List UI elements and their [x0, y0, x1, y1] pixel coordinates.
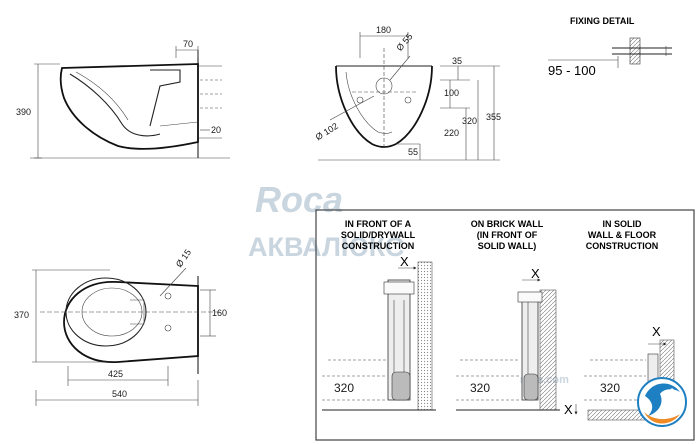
dim-355: 355: [486, 112, 501, 122]
dim-70: 70: [183, 39, 193, 49]
side-view: 390 70 20: [16, 39, 230, 159]
dim-160: 160: [212, 308, 227, 318]
watermark-brand: Roca: [255, 179, 343, 220]
roca-watermark: Roca АКВАЛЮКС roca.com: [248, 179, 569, 386]
dolphin-logo: [637, 377, 687, 427]
panel1-height: 320: [334, 381, 354, 395]
dim-20: 20: [211, 125, 221, 135]
dim-dia-55: Ø 55: [394, 32, 414, 53]
dim-55: 55: [408, 147, 418, 157]
dim-320: 320: [462, 116, 477, 126]
dim-180: 180: [376, 25, 391, 35]
installation-panels: IN FRONT OF A SOLID/DRYWALL CONSTRUCTION…: [315, 209, 695, 441]
installation-frame: [315, 209, 695, 441]
panel2-heading-line3: SOLID WALL): [478, 241, 537, 251]
front-view: 180 Ø 55 Ø 102 35 100 320 220 355 55: [314, 25, 501, 161]
dim-370: 370: [14, 310, 29, 320]
panel1-heading-line3: CONSTRUCTION: [342, 241, 415, 251]
panel1-heading-line2: SOLID/DRYWALL: [341, 230, 416, 240]
dim-220: 220: [444, 128, 459, 138]
panel2-height: 320: [470, 381, 490, 395]
panel3-heading-line1: IN SOLID: [602, 219, 642, 229]
top-view: 370 Ø 15 160 425 540: [14, 247, 227, 406]
dim-dia-15: Ø 15: [174, 247, 193, 269]
panel2-heading-line2: (IN FRONT OF: [477, 230, 538, 240]
panel3-heading-line2: WALL & FLOOR: [588, 230, 657, 240]
dim-425: 425: [108, 369, 123, 379]
panel3-x2-label: X: [564, 402, 573, 417]
panel3-heading-line3: CONSTRUCTION: [586, 241, 659, 251]
panel2-x-label: X: [531, 266, 540, 281]
panel3-height: 320: [600, 381, 620, 395]
panel3-x-label: X: [652, 324, 661, 339]
fixing-range: 95 - 100: [548, 63, 596, 78]
fixing-detail-title: FIXING DETAIL: [570, 16, 635, 26]
side-bowl-outline: [59, 63, 199, 150]
panel1-x-label: X: [400, 254, 409, 269]
watermark-shop: АКВАЛЮКС: [248, 232, 404, 262]
panel2-heading-line1: ON BRICK WALL: [471, 219, 544, 229]
top-bowl-outline: [63, 281, 199, 363]
fixing-detail: FIXING DETAIL 95 - 100: [548, 16, 672, 78]
dim-390: 390: [16, 107, 31, 117]
panel1-heading-line1: IN FRONT OF A: [345, 219, 412, 229]
install-panel-brickwall: ON BRICK WALL (IN FRONT OF SOLID WALL) X…: [456, 219, 560, 411]
install-panel-drywall: IN FRONT OF A SOLID/DRYWALL CONSTRUCTION…: [322, 219, 436, 411]
dim-540: 540: [112, 389, 127, 399]
dim-dia-102: Ø 102: [314, 121, 340, 142]
dim-35: 35: [452, 56, 462, 66]
dim-100: 100: [444, 88, 459, 98]
